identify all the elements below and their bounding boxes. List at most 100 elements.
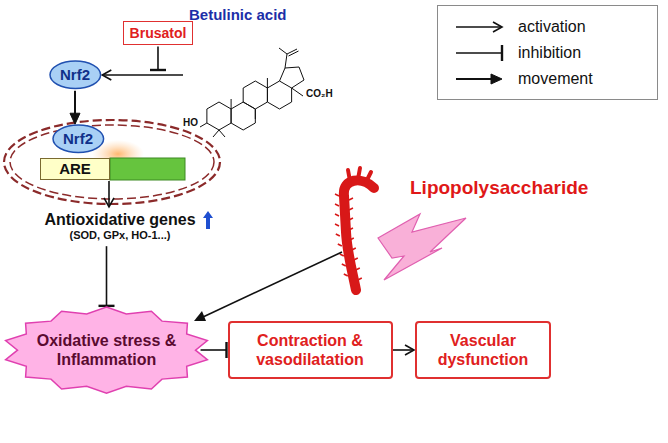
legend-sample-line — [456, 26, 502, 28]
activation-connector — [393, 345, 415, 355]
compound-box: Betulinic acid — [183, 4, 348, 136]
text-wrap: Oxidative stress & Inflammation — [37, 331, 177, 369]
aorta-spike — [335, 194, 353, 200]
node-text: ARE — [59, 160, 91, 178]
text-wrap: Brusatol — [130, 25, 187, 42]
increase-arrow-shape — [203, 211, 213, 229]
legend-sample-head — [491, 74, 502, 84]
hydroxyl-label: HO — [183, 117, 198, 128]
connector-line — [74, 91, 76, 114]
aorta-spike — [335, 214, 353, 220]
connector-line — [108, 181, 110, 207]
connector-line — [201, 349, 227, 351]
inhibition-connector — [99, 246, 115, 306]
legend-text: inhibition — [518, 44, 581, 62]
side-chain — [279, 48, 299, 68]
connector-head — [405, 345, 414, 355]
ring — [207, 102, 231, 130]
connector-head — [102, 70, 111, 80]
aorta-spike — [338, 244, 356, 250]
aorta-spike — [336, 234, 354, 240]
node-text: Brusatol — [130, 25, 187, 42]
node-text: Antioxidative genes — [44, 210, 195, 229]
process-box: Contraction & vasodilatation — [228, 321, 393, 379]
shape — [230, 323, 391, 377]
stimulus-label: Lipopolysaccharide — [410, 177, 588, 199]
aorta-spike — [340, 254, 358, 260]
aorta-tube — [344, 180, 374, 290]
connector-line — [102, 74, 183, 76]
activation-connector — [70, 91, 80, 124]
burst-outline — [6, 307, 208, 393]
inhibition-line — [157, 46, 159, 70]
inhibition-connector — [201, 342, 227, 358]
ellipse-outline — [50, 61, 101, 89]
increase-arrow — [202, 210, 214, 230]
ring — [243, 81, 267, 109]
node-text: Nrf2 — [60, 66, 90, 84]
activation-connector — [102, 70, 183, 80]
nucleus-outer — [4, 120, 220, 204]
shape — [183, 4, 348, 136]
lps-arrow-line — [203, 252, 342, 317]
aorta-spike — [344, 274, 362, 280]
carboxyl-label: CO₂H — [306, 88, 333, 99]
acid-bond — [292, 88, 303, 96]
ring — [231, 102, 255, 130]
ellipse-outline — [53, 125, 104, 153]
text-wrap: Contraction & vasodilatation — [248, 331, 373, 369]
aorta-spike — [335, 204, 353, 210]
inhibition-bar — [150, 69, 166, 71]
aorta-spikes — [335, 194, 362, 280]
shape — [2, 306, 211, 394]
molecule-structure — [200, 48, 304, 137]
gene-box — [110, 158, 185, 180]
legend-sample-line — [456, 52, 502, 54]
ring — [267, 81, 291, 109]
activation-connector — [104, 181, 114, 207]
node-text: Nrf2 — [63, 130, 93, 148]
legend-sample — [452, 45, 508, 61]
legend-row: activation — [452, 14, 657, 40]
outcome-box: Vascular dysfunction — [415, 321, 551, 379]
legend-sample-head — [493, 22, 502, 32]
protein-ellipse: Nrf2 — [49, 60, 102, 90]
nucleus-inner — [10, 125, 214, 199]
aorta-branches — [348, 168, 371, 182]
connector-head — [70, 113, 80, 124]
connector-line — [106, 246, 108, 306]
node-text: Vascular dysfunction — [433, 331, 533, 369]
connector-line — [393, 349, 415, 351]
aorta — [335, 168, 374, 290]
text-wrap: Vascular dysfunction — [433, 331, 533, 369]
methyl-stubs — [213, 78, 267, 137]
stress-burst: Oxidative stress & Inflammation — [2, 306, 211, 394]
legend-sample — [452, 71, 508, 87]
legend-sample-line — [456, 78, 492, 80]
legend-row: inhibition — [452, 40, 657, 66]
text-wrap: Antioxidative genes(SOD, GPx, HO-1...) — [44, 210, 195, 242]
aorta-spike — [335, 224, 353, 230]
text-wrap: Betulinic acid — [189, 6, 287, 24]
hydroxyl-bond — [200, 123, 207, 127]
node-text: Oxidative stress & Inflammation — [37, 331, 177, 369]
node-text: Contraction & vasodilatation — [248, 331, 373, 369]
legend-sample — [452, 19, 508, 35]
legend-box: activation inhibition movement — [437, 5, 658, 100]
lightning — [378, 214, 466, 280]
element-box: ARE — [40, 158, 110, 180]
node-text: Betulinic acid — [189, 6, 287, 24]
legend-row: movement — [452, 66, 657, 92]
text-wrap: Nrf2 — [60, 66, 90, 84]
text-wrap: Nrf2 — [63, 130, 93, 148]
ring — [280, 67, 305, 88]
legend-text: activation — [518, 18, 586, 36]
text-wrap: ARE — [59, 160, 91, 178]
lps-arrow-head — [194, 311, 206, 321]
gene-label: Antioxidative genes(SOD, GPx, HO-1...) — [40, 207, 199, 245]
shape — [417, 323, 549, 377]
node-subtext: (SOD, GPx, HO-1...) — [44, 229, 195, 242]
legend-text: movement — [518, 70, 593, 88]
connector-head — [104, 198, 114, 207]
protein-ellipse: Nrf2 — [52, 124, 105, 154]
